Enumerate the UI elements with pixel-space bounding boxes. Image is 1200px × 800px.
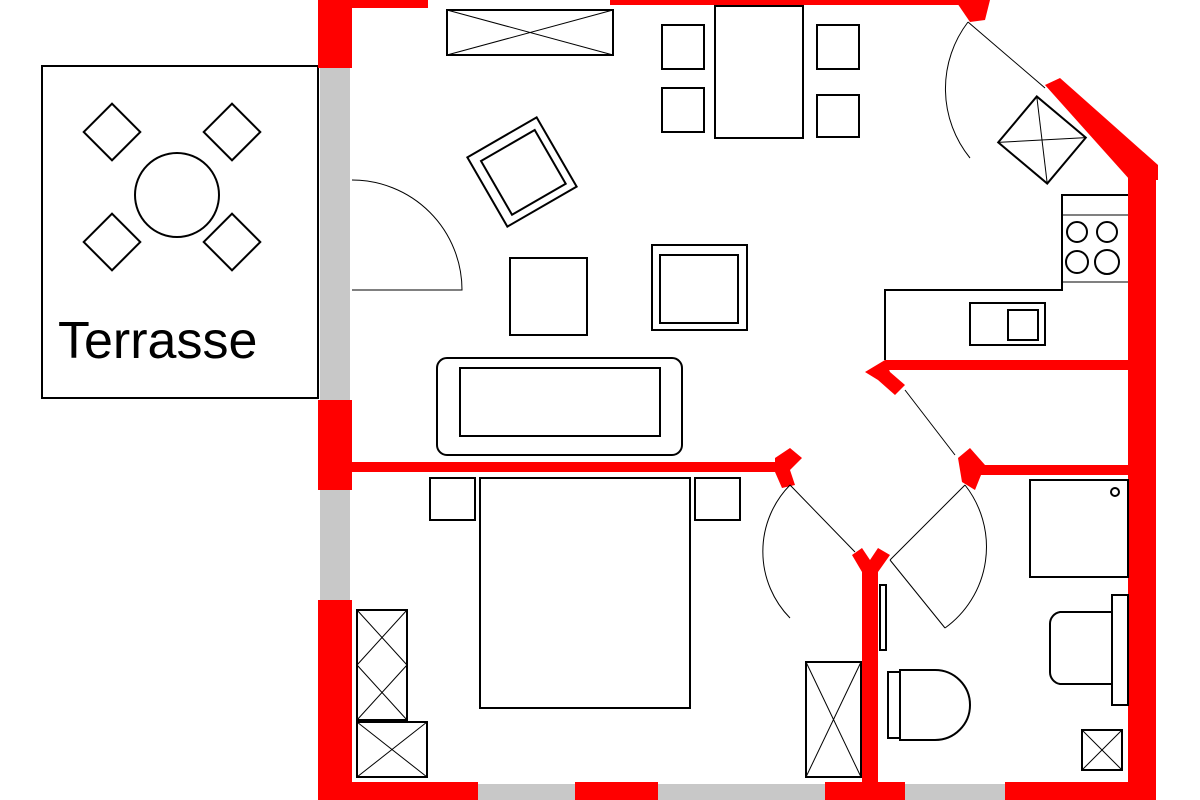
terrace <box>41 65 319 399</box>
windows <box>320 68 1005 800</box>
walls <box>318 0 1158 800</box>
terrace-label: Terrasse <box>58 312 257 370</box>
furniture <box>351 5 1129 778</box>
